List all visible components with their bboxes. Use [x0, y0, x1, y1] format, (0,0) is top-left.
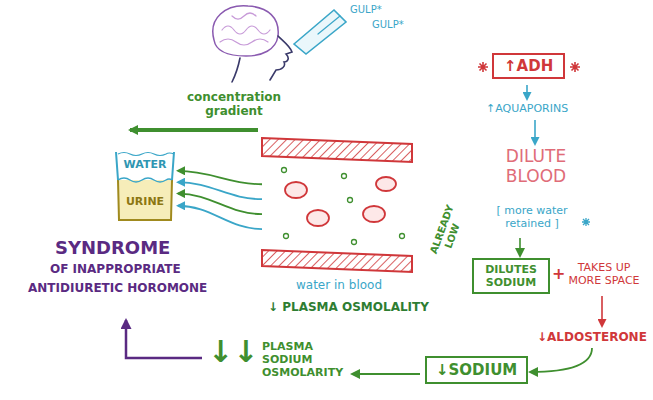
blood-vessel: water in blood: [262, 138, 414, 274]
node-label: WATER: [112, 158, 178, 171]
flow-label: ↓ALDOSTERONE: [537, 330, 647, 344]
result-arrow: [126, 320, 202, 358]
result-label: PLASMA SODIUM OSMOLARITY: [262, 340, 348, 380]
urine-beaker: WATER URINE: [112, 148, 178, 224]
drinking-head: [213, 6, 346, 82]
asterisk-marks: [582, 218, 590, 226]
flow-arrow: [530, 348, 592, 372]
flow-arrow: [519, 238, 521, 256]
flow-arrow: [352, 373, 420, 375]
result-label: ↓ PLASMA OSMOLALITY: [268, 300, 429, 314]
flow-connector: [178, 194, 262, 215]
gradient-label: concentration gradient: [178, 90, 290, 119]
syndrome-title: SYNDROME: [55, 237, 170, 259]
blood-vessel: [262, 138, 414, 274]
process-box: ↓SODIUM: [425, 356, 528, 384]
flow-arrow: [534, 120, 536, 144]
flow-label: DILUTE BLOOD: [486, 146, 586, 187]
plus-sign: +: [552, 264, 565, 283]
hormone-box: ↑ADH: [492, 53, 565, 79]
side-note: ALREADY LOW: [428, 208, 466, 259]
sound-label: GULP*: [350, 4, 382, 16]
node-label: DILUTES SODIUM: [480, 263, 542, 289]
syndrome-title: ANTIDIURETIC HOROMONE: [28, 281, 207, 295]
flow-label: TAKES UP MORE SPACE: [562, 261, 646, 287]
node-label: ↓SODIUM: [436, 361, 517, 379]
flow-label: [ more water retained ]: [486, 204, 578, 230]
flow-label: ↑AQUAPORINS: [486, 102, 568, 115]
result-arrows: ↓↓: [208, 334, 258, 370]
process-box: DILUTES SODIUM: [472, 258, 550, 294]
gradient-arrow: [130, 128, 258, 132]
syndrome-title: OF INAPPROPRIATE: [50, 262, 181, 276]
flow-connector: [178, 182, 262, 199]
flow-connector: [178, 206, 262, 229]
flow-arrow: [526, 85, 528, 99]
node-label: water in blood: [296, 278, 414, 292]
flow-arrow: [601, 296, 603, 326]
node-label: URINE: [112, 195, 178, 208]
node-label: ↑ADH: [504, 57, 553, 75]
sound-label: GULP*: [372, 19, 404, 31]
